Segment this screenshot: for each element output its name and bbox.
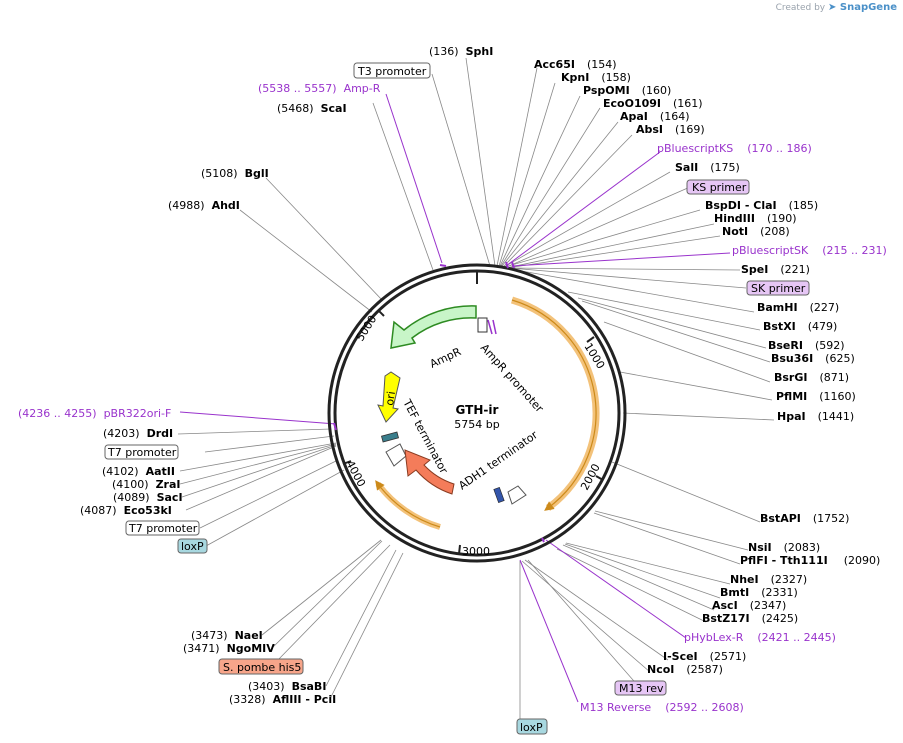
site-nhei: NheI(2327): [730, 573, 807, 586]
loxp-box-left: loxP: [181, 540, 204, 553]
site-bsabi: (3403)BsaBI: [248, 680, 326, 693]
site-bseri: BseRI(592): [768, 339, 845, 352]
site-bsu36i: Bsu36I(625): [771, 352, 855, 365]
primer-phyblex-r: pHybLex-R(2421 .. 2445): [684, 631, 836, 644]
tef-terminator-shape: [385, 443, 407, 467]
ori-label: ori: [383, 390, 398, 406]
site-aatii: (4102)AatII: [102, 465, 175, 478]
site-eco53ki: (4087)Eco53kI: [80, 504, 172, 517]
plasmid-name: GTH-ir: [456, 403, 499, 417]
ticks: [342, 271, 604, 555]
tick-3000: 3000: [462, 545, 490, 558]
credit-prefix: Created by: [775, 3, 826, 13]
site-saci: (4089)SacI: [113, 491, 183, 504]
site-ecoo109i: EcoO109I(161): [603, 97, 703, 110]
site-bmti: BmtI(2331): [720, 586, 798, 599]
site-pflmi: PflMI(1160): [776, 390, 856, 403]
site-bstz17i: BstZ17I(2425): [702, 612, 798, 625]
site-bsrgi: BsrGI(871): [774, 371, 849, 384]
adh1-terminator-shape: [507, 485, 527, 505]
primer-pbluescriptks: pBluescriptKS(170 .. 186): [657, 142, 812, 155]
site-bstapi: BstAPI(1752): [760, 512, 849, 525]
primer-pbluescriptsk: pBluescriptSK(215 .. 231): [732, 244, 887, 257]
site-sphi: (136)SphI: [429, 45, 493, 58]
site-hpai: HpaI(1441): [777, 410, 854, 423]
t3-promoter-box: T3 promoter: [357, 65, 427, 78]
site-bstxi: BstXI(479): [763, 320, 837, 333]
sk-primer-box: SK primer: [751, 282, 806, 295]
ampr-label: AmpR: [428, 345, 464, 371]
leader-lines: [177, 57, 775, 720]
site-sali: SalI(175): [675, 161, 740, 174]
restriction-sites-left: (5538 .. 5557)Amp-R (5468)ScaI (5108)Bgl…: [18, 82, 381, 706]
site-noti: NotI(208): [722, 225, 790, 238]
feature-boxes: T3 promoter KS primer SK primer T7 promo…: [104, 62, 810, 735]
his5-lower-arc: [375, 482, 441, 530]
site-zrai: (4100)ZraI: [112, 478, 181, 491]
site-afliii-pcii: (3328)AflIII - PciI: [229, 693, 336, 706]
site-i-scei: I-SceI(2571): [663, 650, 746, 663]
primer-pbr322ori-f: (4236 .. 4255)pBR322ori-F: [18, 407, 171, 420]
adh1-terminator-label: ADH1 terminator: [456, 428, 540, 492]
site-pspomi: PspOMI(160): [583, 84, 671, 97]
ampr-arrow: [390, 305, 477, 349]
site-hindiii: HindIII(190): [714, 212, 797, 225]
created-by-credit: Created by ➤ SnapGene: [776, 2, 897, 13]
site-acc65i: Acc65I(154): [534, 58, 617, 71]
site-kpni: KpnI(158): [561, 71, 631, 84]
adh1-marker: [493, 487, 505, 503]
site-asci: AscI(2347): [712, 599, 786, 612]
site-bgli: (5108)BglI: [201, 167, 269, 180]
site-naei: (3473)NaeI: [191, 629, 263, 642]
t7-promoter-box-2: T7 promoter: [128, 522, 198, 535]
site-apai: ApaI(164): [620, 110, 690, 123]
primer-m13-reverse: M13 Reverse(2592 .. 2608): [580, 701, 744, 714]
site-nsii: NsiI(2083): [748, 541, 820, 554]
credit-brand: SnapGene: [839, 2, 897, 13]
t7-promoter-box-1: T7 promoter: [107, 446, 177, 459]
loxp-marker: [381, 431, 399, 443]
plasmid-size: 5754 bp: [454, 418, 499, 431]
primer-leader-lines: [179, 93, 731, 703]
ampr-promoter-shape: [477, 317, 488, 333]
ori-arrow: [377, 371, 401, 423]
loxp-box-bottom: loxP: [520, 721, 543, 734]
site-pflfi-tth111i: PflFI - Tth111I(2090): [740, 554, 880, 567]
restriction-sites-right: (136)SphI Acc65I(154) KpnI(158) PspOMI(1…: [429, 45, 887, 714]
ks-primer-box: KS primer: [692, 181, 747, 194]
site-ahdi: (4988)AhdI: [168, 199, 240, 212]
his5-salmon-arrow: [404, 449, 455, 495]
site-drdi: (4203)DrdI: [103, 427, 173, 440]
site-spei: SpeI(221): [741, 263, 810, 276]
m13-rev-box: M13 rev: [619, 682, 664, 695]
site-bspdi-clai: BspDI - ClaI(185): [705, 199, 818, 212]
snapgene-logo: ➤ SnapGene: [828, 2, 897, 13]
primer-amp-r: (5538 .. 5557)Amp-R: [258, 82, 381, 95]
site-ncoi: NcoI(2587): [647, 663, 723, 676]
site-scai: (5468)ScaI: [277, 102, 347, 115]
site-absi: AbsI(169): [636, 123, 705, 136]
s-pombe-his5-box: S. pombe his5: [223, 661, 301, 674]
primer-marks: [333, 261, 545, 543]
site-ngomiv: (3471)NgoMIV: [183, 642, 275, 655]
backbone-outer: [327, 263, 627, 563]
site-bamhi: BamHI(227): [757, 301, 839, 314]
